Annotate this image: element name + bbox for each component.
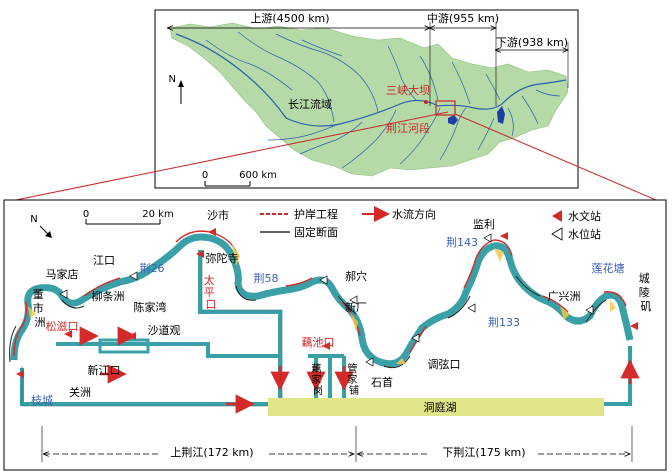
chenglingji-char-1: 城 [639,272,650,285]
label-jiangkou: 江口 [93,254,115,267]
label-ouchikou: 藕池口 [302,336,335,349]
detail-north-arrow: N [30,214,52,238]
label-jianli: 监利 [473,218,495,231]
label-jing58: 荆58 [254,272,279,285]
label-jing143: 荆143 [446,236,478,249]
legend-stage-label: 水位站 [568,227,601,241]
hydro-station-icon [552,210,562,222]
dongshizhou-char-1: 董 [33,288,44,301]
guanjiagang-char-3: 岗 [313,385,323,397]
taipingkou-char-2: 平 [204,286,215,299]
label-lianhuatang: 莲花塘 [592,261,625,275]
dongshizhou-char-3: 洲 [35,316,46,329]
label-songzikou: 松滋口 [46,319,79,333]
dongting-lake-label: 洞庭湖 [424,400,457,414]
label-shadaoguan: 沙道观 [148,323,181,337]
label-haoxue: 郝穴 [345,269,367,283]
label-majiadian: 马家店 [46,267,79,281]
vertical-labels: 董 市 洲 太 平 口 藕 家 岗 管 家 铺 城 陵 矶 [33,272,654,397]
detail-frame [3,199,667,471]
guanjiagang-char-2: 家 [311,373,321,386]
legend-flow-label: 水流方向 [392,207,436,221]
three-gorges-dam-marker [424,100,428,104]
chenglingji-char-2: 陵 [639,286,650,299]
label-milu: 弥陀寺 [206,251,239,265]
poyang-lake-small [497,106,505,124]
yangtze-basin-area [169,22,569,177]
label-jing26: 荆26 [140,262,165,275]
dongshizhou-char-2: 市 [33,301,44,315]
label-guanjiapu: 管 家 铺 [347,362,360,397]
stage-station-icon [551,227,563,241]
label-zhicheng: 枝城 [31,393,53,407]
label-liutiaozhou: 柳条洲 [92,289,125,303]
yangtze-main-stem [175,33,567,127]
flow-arrows [79,326,640,414]
label-shishou: 石首 [371,375,393,389]
inset-north-arrow: N [169,74,184,104]
dongting-lake [268,398,604,416]
legend-hydro-label: 水文站 [568,209,601,223]
legend: 护岸工程 固定断面 水流方向 水文站 水位站 [260,206,601,241]
svg-text:600 km: 600 km [239,170,277,181]
middle-segment-label: 中游(955 km) [427,12,499,25]
svg-text:0: 0 [83,209,89,220]
label-shashi: 沙市 [207,208,229,222]
river-section-black [9,275,607,369]
guanjiapu-char-2: 家 [347,373,357,386]
jingjiang-detail-map: N 0 20 km 护岸工程 固定断面 水流方向 水文站 水位站 洞庭湖 [3,199,667,471]
guanjiagang-char-1: 藕 [311,363,321,375]
lower-segment-label: 下游(938 km) [496,36,568,49]
zoom-line-left [15,111,449,201]
dam-label: 三峡大坝 [386,83,430,97]
basin-label: 长江流域 [288,97,332,111]
svg-text:0: 0 [202,170,208,181]
taipingkou-char-1: 太 [204,274,215,287]
station-labels: 枝城 荆26 荆58 荆143 荆133 莲花塘 [31,236,625,407]
jingjiang-river [9,230,634,369]
chenglingji-char-3: 矶 [641,300,652,313]
label-guanjiagang: 藕 家 岗 [311,363,324,397]
taipingkou-char-3: 口 [206,298,217,311]
legend-section-label: 固定断面 [294,225,338,239]
reach-dimensions: 上荆江(172 km) 下荆江(175 km) [41,426,633,462]
guanjiapu-char-3: 铺 [349,384,359,397]
inlet-labels: 松滋口 藕池口 [46,319,335,349]
svg-text:N: N [30,214,37,225]
place-labels: 沙市 弥陀寺 江口 马家店 柳条洲 陈家湾 沙道观 新江口 关洲 郝穴 新厂 石… [46,208,581,399]
zoom-line-right [454,113,657,201]
hydro-station-markers [16,228,638,378]
basin-inset: 上游(4500 km) 中游(955 km) 下游(938 km) N 长江流域… [154,9,579,189]
guanjiapu-char-1: 管 [347,362,357,375]
stage-station-markers [59,233,594,367]
detail-scale-bar: 0 20 km [83,209,174,225]
label-dongshizhou: 董 市 洲 [33,288,48,329]
label-jing133: 荆133 [488,316,520,329]
reach-label: 荆江河段 [386,121,430,135]
dongting-lake-small [448,115,458,125]
jingjiang-reach-box [435,100,456,116]
svg-text:20 km: 20 km [142,209,173,220]
label-tiaoxiankou: 调弦口 [428,357,461,371]
diversion-channel-outline [21,250,283,407]
label-chenglingji: 城 陵 矶 [639,272,654,313]
upper-reach-label: 上荆江(172 km) [170,446,253,459]
label-guangxingzhou: 广兴洲 [548,290,581,303]
river-channel [10,233,634,368]
svg-text:N: N [169,74,176,85]
label-taipingkou: 太 平 口 [204,274,219,311]
lower-reach-label: 下荆江(175 km) [442,446,525,459]
upper-segment-label: 上游(4500 km) [250,12,329,25]
tributaries [205,31,561,169]
legend-levee-label: 护岸工程 [294,207,338,221]
inset-scale-bar: 0 600 km [202,170,277,187]
label-xinjiangkou: 新江口 [88,363,121,377]
label-chenjiawan: 陈家湾 [134,300,167,314]
label-xinchang: 新厂 [345,300,367,314]
point-bars [28,244,616,364]
label-guanzhou: 关洲 [69,385,91,399]
